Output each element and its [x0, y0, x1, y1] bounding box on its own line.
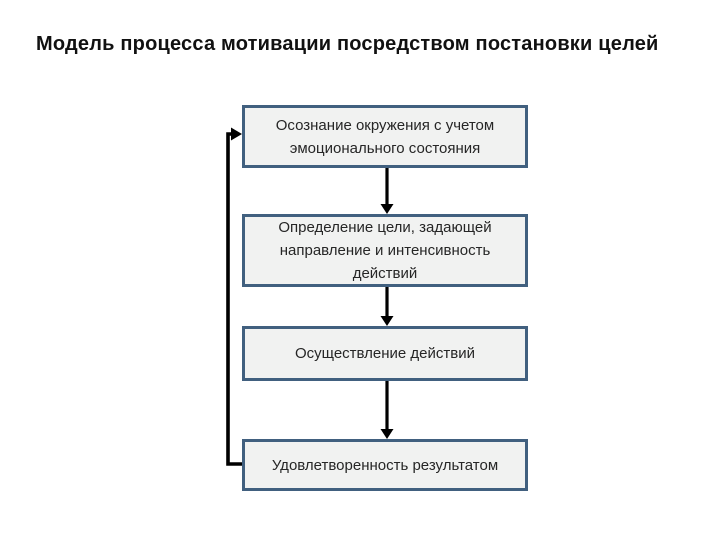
- flow-box-awareness: Осознание окружения с учетом эмоциональн…: [242, 105, 528, 168]
- page-title: Модель процесса мотивации посредством по…: [36, 33, 659, 55]
- flow-box-awareness-label: Осознание окружения с учетом эмоциональн…: [275, 116, 495, 157]
- flow-box-actions: Осуществление действий: [242, 326, 528, 381]
- flow-box-goal: Определение цели, задающей направление и…: [242, 214, 528, 287]
- flow-box-satisfaction: Удовлетворенность результатом: [242, 439, 528, 491]
- flow-box-goal-label: Определение цели, задающей направление и…: [278, 219, 492, 282]
- arrow-awareness-to-goal: [380, 168, 394, 214]
- arrow-actions-to-satisfaction: [380, 381, 394, 439]
- flow-box-satisfaction-label: Удовлетворенность результатом: [271, 456, 499, 474]
- arrow-goal-to-actions: [380, 287, 394, 326]
- feedback-loop-arrow: [226, 127, 242, 466]
- flow-box-actions-label: Осуществление действий: [294, 345, 475, 362]
